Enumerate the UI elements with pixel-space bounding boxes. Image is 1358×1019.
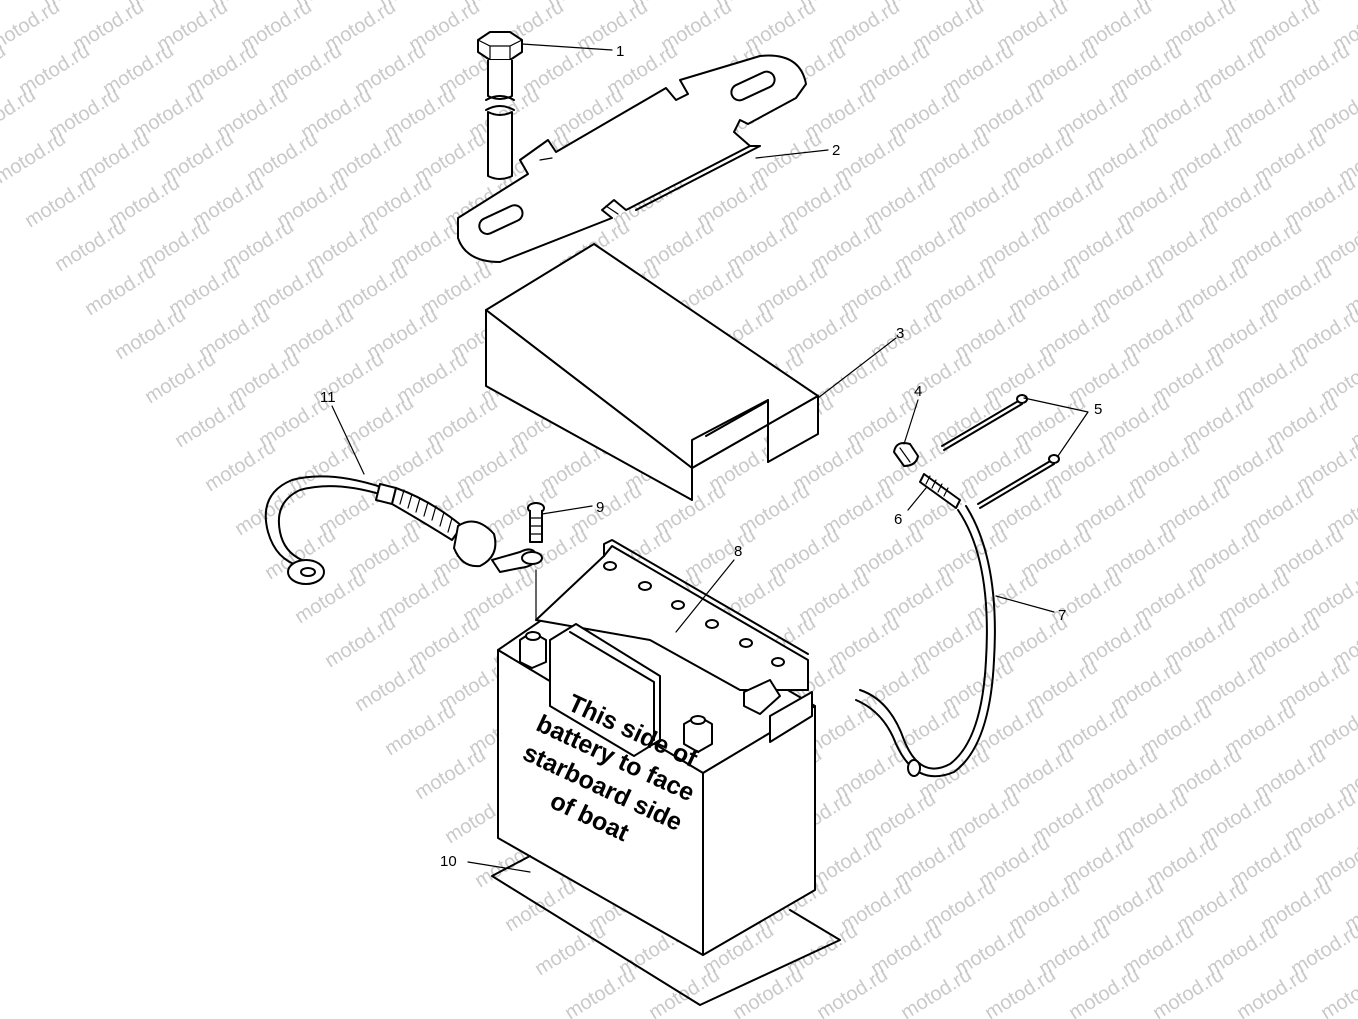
part-vent-fitting xyxy=(919,473,961,509)
callout-6: 6 xyxy=(894,511,902,528)
part-pad xyxy=(491,855,841,1006)
callout-1: 1 xyxy=(616,43,624,60)
callout-8: 8 xyxy=(734,543,742,560)
watermark-text: motod.ru xyxy=(981,964,1060,1019)
watermark-text: motod.ru xyxy=(0,128,70,188)
callout-2: 2 xyxy=(832,142,840,159)
watermark-text: motod.ru xyxy=(81,260,160,320)
watermark-text: motod.ru xyxy=(141,348,220,408)
watermark-text: motod.ru xyxy=(411,744,490,804)
watermark-text: motod.ru xyxy=(1317,964,1358,1019)
part-cable-left xyxy=(264,475,543,585)
watermark-text: motod.ru xyxy=(321,612,400,672)
part-battery xyxy=(497,539,816,956)
watermark-text: motod.ru xyxy=(813,964,892,1019)
callout-9: 9 xyxy=(596,499,604,516)
part-vent-hose xyxy=(855,505,996,778)
callout-11: 11 xyxy=(320,389,336,406)
callout-7: 7 xyxy=(1058,607,1066,624)
part-cover xyxy=(485,243,819,501)
callout-4: 4 xyxy=(914,383,922,400)
part-bolt xyxy=(477,31,523,180)
callouts: 1 2 3 4 5 6 7 8 9 10 11 xyxy=(320,43,1102,870)
callout-10: 10 xyxy=(440,853,457,870)
watermark-text: motod.ru xyxy=(531,920,610,980)
watermark-text: motod.ru xyxy=(561,964,640,1019)
watermark-text: motod.ru xyxy=(381,700,460,760)
part-small-bolt xyxy=(527,502,545,621)
watermark-text: motod.ru xyxy=(1233,964,1312,1019)
watermark-text: motod.ru xyxy=(645,964,724,1019)
watermark-text: motod.ru xyxy=(1149,964,1228,1019)
watermark-text: motod.ru xyxy=(51,216,130,276)
watermark-text: motod.ru xyxy=(0,0,64,56)
watermark-text: motod.ru xyxy=(171,392,250,452)
watermark-text: motod.ru xyxy=(201,436,280,496)
watermark-text: motod.ru xyxy=(351,656,430,716)
callout-leaders xyxy=(331,43,1089,873)
callout-5: 5 xyxy=(1094,401,1102,418)
watermark-text: motod.ru xyxy=(111,304,190,364)
watermark-text: motod.ru xyxy=(1065,964,1144,1019)
part-bracket xyxy=(457,54,807,263)
part-vent-elbow xyxy=(893,442,919,467)
watermark-text: motod.ru xyxy=(729,964,808,1019)
watermark-text: motod.ru xyxy=(897,964,976,1019)
watermark-text: motod.ru xyxy=(231,480,310,540)
watermark-text: motod.ru xyxy=(21,172,100,232)
callout-3: 3 xyxy=(896,325,904,342)
